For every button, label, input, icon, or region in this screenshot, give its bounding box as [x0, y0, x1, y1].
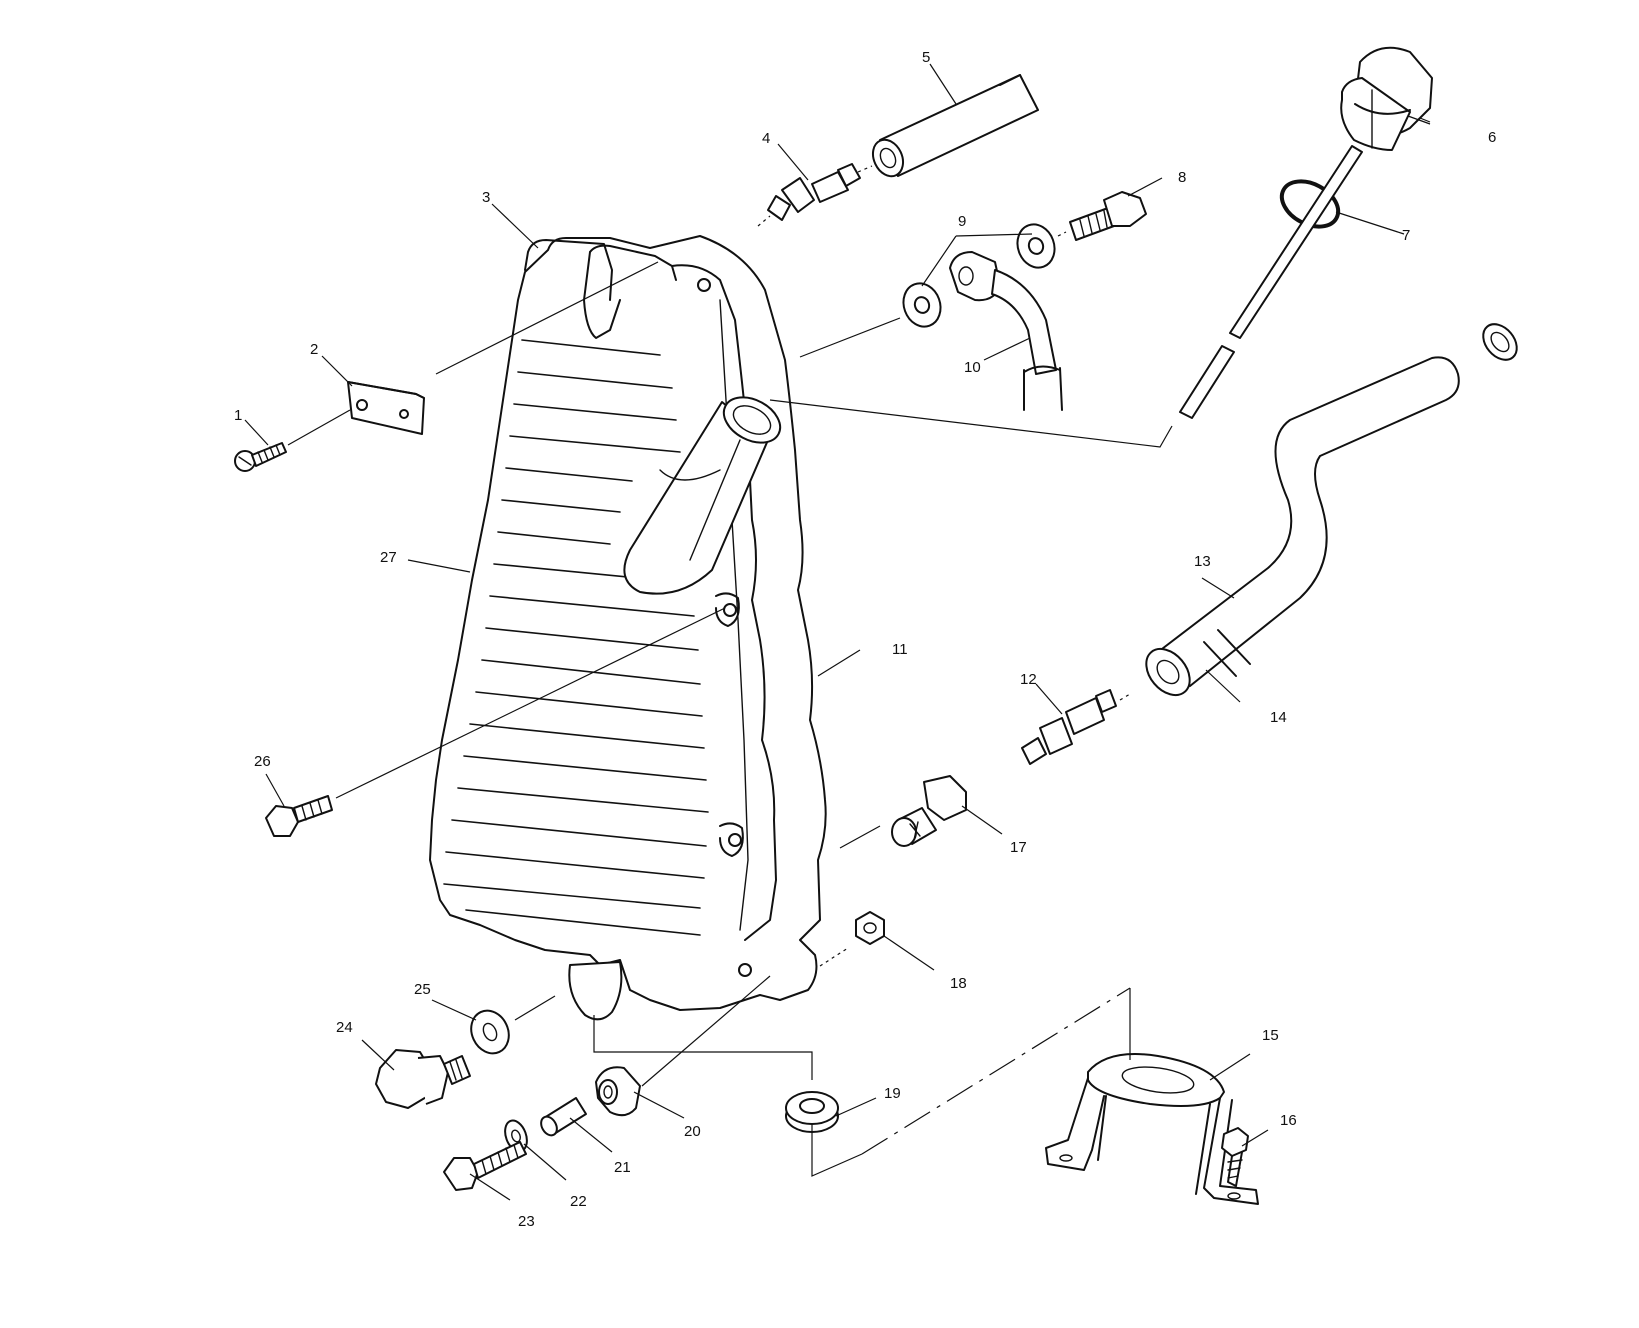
callout-17: 17 — [1010, 839, 1027, 856]
part-1-screw — [234, 442, 287, 472]
callout-15: 15 — [1262, 1027, 1279, 1044]
leader-lines — [244, 63, 1431, 1201]
part-21-collar — [540, 1097, 587, 1137]
part-24-drain-bolt — [375, 1049, 471, 1109]
callout-25: 25 — [414, 981, 431, 998]
callout-21: 21 — [614, 1159, 631, 1176]
callout-4: 4 — [762, 130, 770, 147]
filler-neck — [623, 396, 782, 595]
callout-27: 27 — [380, 549, 397, 566]
part-14-hose-clamp — [1203, 629, 1251, 677]
callout-9: 9 — [958, 213, 966, 230]
part-25-washer — [470, 1009, 510, 1055]
part-17-sensor — [891, 775, 967, 847]
part-9-washer-upper — [1016, 223, 1056, 269]
part-26-bolt — [265, 795, 333, 837]
part-6-dipstick-cap — [1340, 46, 1433, 151]
part-23-bolt — [443, 1141, 527, 1191]
part-8-banjo-bolt — [1069, 191, 1147, 241]
part-7-o-ring — [1279, 179, 1341, 229]
dipstick-rod — [1179, 145, 1363, 419]
part-5-hose — [871, 74, 1039, 178]
part-13-hose — [1145, 356, 1460, 697]
callout-labels: 1 2 3 4 5 6 7 8 9 10 11 12 13 14 15 16 1… — [234, 49, 1496, 1230]
callout-14: 14 — [1270, 709, 1287, 726]
callout-6: 6 — [1488, 129, 1496, 146]
callout-11: 11 — [892, 641, 908, 658]
callout-12: 12 — [1020, 671, 1037, 688]
part-9-washer-lower — [902, 282, 942, 328]
callout-7: 7 — [1402, 227, 1410, 244]
callout-1: 1 — [234, 407, 242, 424]
callout-22: 22 — [570, 1193, 587, 1210]
part-15-bracket — [1045, 1053, 1259, 1205]
callout-10: 10 — [964, 359, 981, 376]
part-16-screw — [1221, 1127, 1249, 1187]
callout-8: 8 — [1178, 169, 1186, 186]
callout-5: 5 — [922, 49, 930, 66]
callout-19: 19 — [884, 1085, 901, 1102]
part-4-fitting — [767, 163, 861, 221]
hose-washer — [1482, 323, 1518, 361]
callout-26: 26 — [254, 753, 271, 770]
callout-23: 23 — [518, 1213, 535, 1230]
callout-20: 20 — [684, 1123, 701, 1140]
callout-13: 13 — [1194, 553, 1211, 570]
callout-24: 24 — [336, 1019, 353, 1036]
part-10-banjo-fitting — [949, 251, 1063, 411]
callout-3: 3 — [482, 189, 490, 206]
part-12-fitting — [1021, 689, 1117, 765]
tank-ribs — [443, 339, 709, 936]
callout-16: 16 — [1280, 1112, 1297, 1129]
callout-18: 18 — [950, 975, 967, 992]
part-20-grommet — [595, 1066, 641, 1117]
oil-tank — [429, 235, 827, 1021]
callout-2: 2 — [310, 341, 318, 358]
part-2-plate — [347, 381, 425, 435]
part-18-nut — [855, 911, 885, 945]
assembly-lines — [287, 165, 1173, 1177]
